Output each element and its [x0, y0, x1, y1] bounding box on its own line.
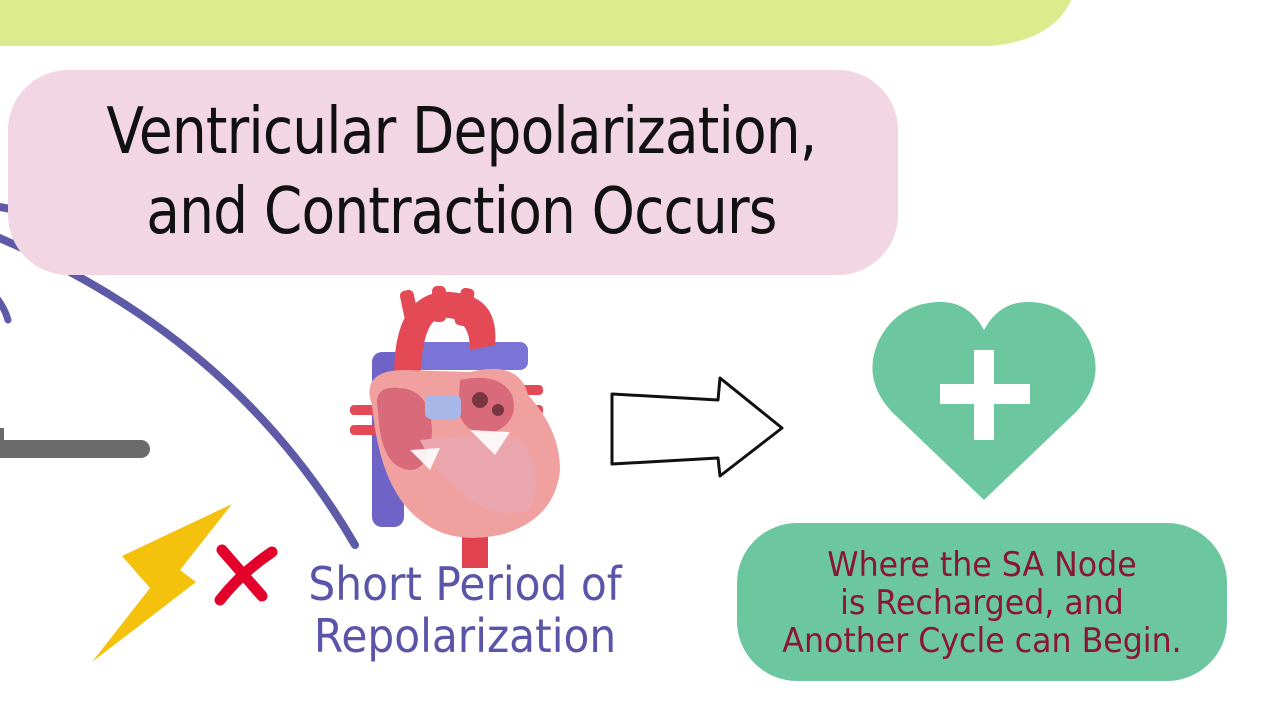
title-heading: Ventricular Depolarization, and Contract… [83, 92, 840, 252]
repolarization-label: Short Period of Repolarization [295, 558, 635, 662]
grey-bar [0, 440, 150, 458]
title-banner [8, 70, 898, 275]
repolarization-line-1: Short Period of [308, 557, 622, 611]
grey-notch [0, 428, 4, 442]
purple-hook-line [0, 296, 12, 324]
sa-node-line-2: is Recharged, and [840, 583, 1124, 623]
top-green-banner [0, 0, 1072, 46]
sa-node-box [737, 523, 1227, 681]
repolarization-line-2: Repolarization [313, 609, 617, 663]
sa-node-label: Where the SA Node is Recharged, and Anot… [757, 546, 1207, 660]
sa-node-line-3: Another Cycle can Begin. [782, 621, 1182, 661]
sa-node-line-1: Where the SA Node [827, 545, 1137, 585]
title-line-1: Ventricular Depolarization, [106, 95, 817, 169]
title-line-2: and Contraction Occurs [146, 175, 777, 249]
